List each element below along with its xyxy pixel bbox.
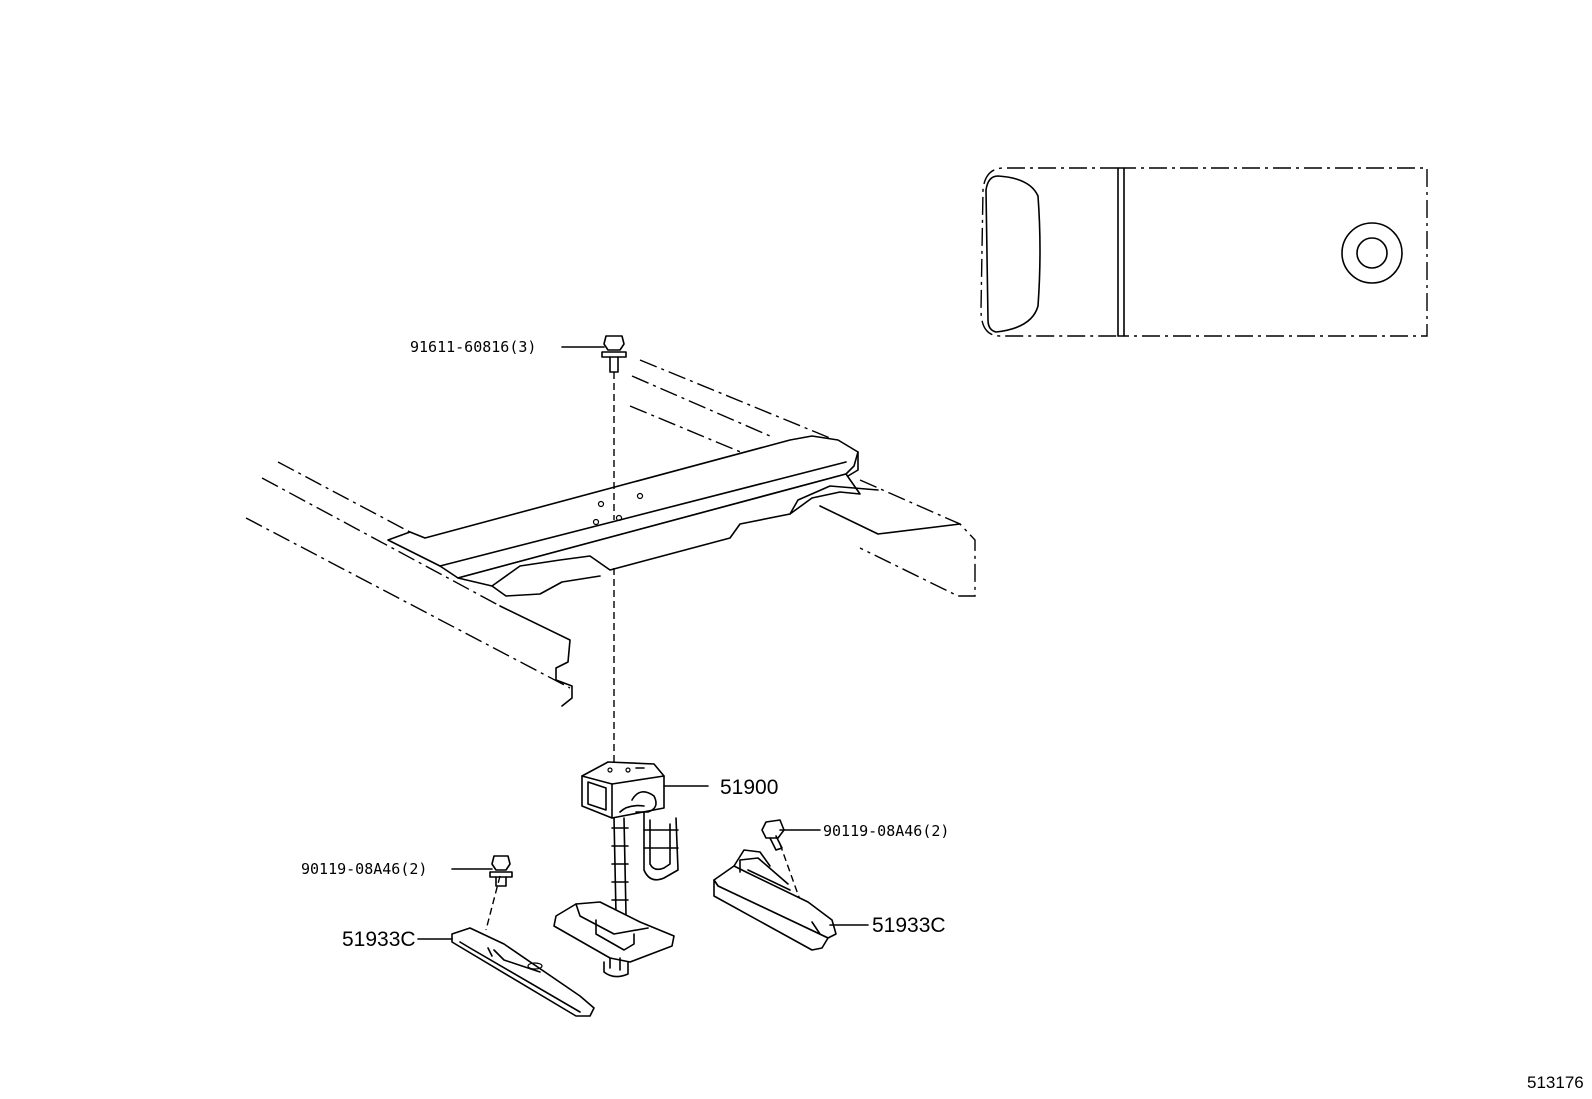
leader-lines — [417, 346, 869, 940]
bolt-right-icon — [761, 819, 785, 851]
spare-tire-carrier — [553, 761, 679, 978]
bolt-left-icon — [489, 855, 513, 887]
spare-tire-location-icon — [1341, 222, 1403, 284]
bracket-left — [451, 927, 595, 1017]
bracket-right — [713, 849, 837, 951]
callout-bolt-right: 90119-08A46(2) — [823, 822, 949, 840]
callout-bracket-left: 51933C — [342, 928, 416, 951]
vehicle-locator-view — [980, 167, 1428, 337]
frame-crossmember — [245, 359, 976, 707]
callout-carrier: 51900 — [720, 776, 778, 799]
callout-bolt-left: 90119-08A46(2) — [301, 860, 427, 878]
diagram-reference-number: 513176 — [1527, 1073, 1584, 1092]
callout-bracket-right: 51933C — [872, 914, 946, 937]
assembly-guide-lines — [485, 372, 801, 931]
bolt-top-icon — [601, 335, 627, 373]
callout-bolt-top: 91611-60816(3) — [410, 338, 536, 356]
